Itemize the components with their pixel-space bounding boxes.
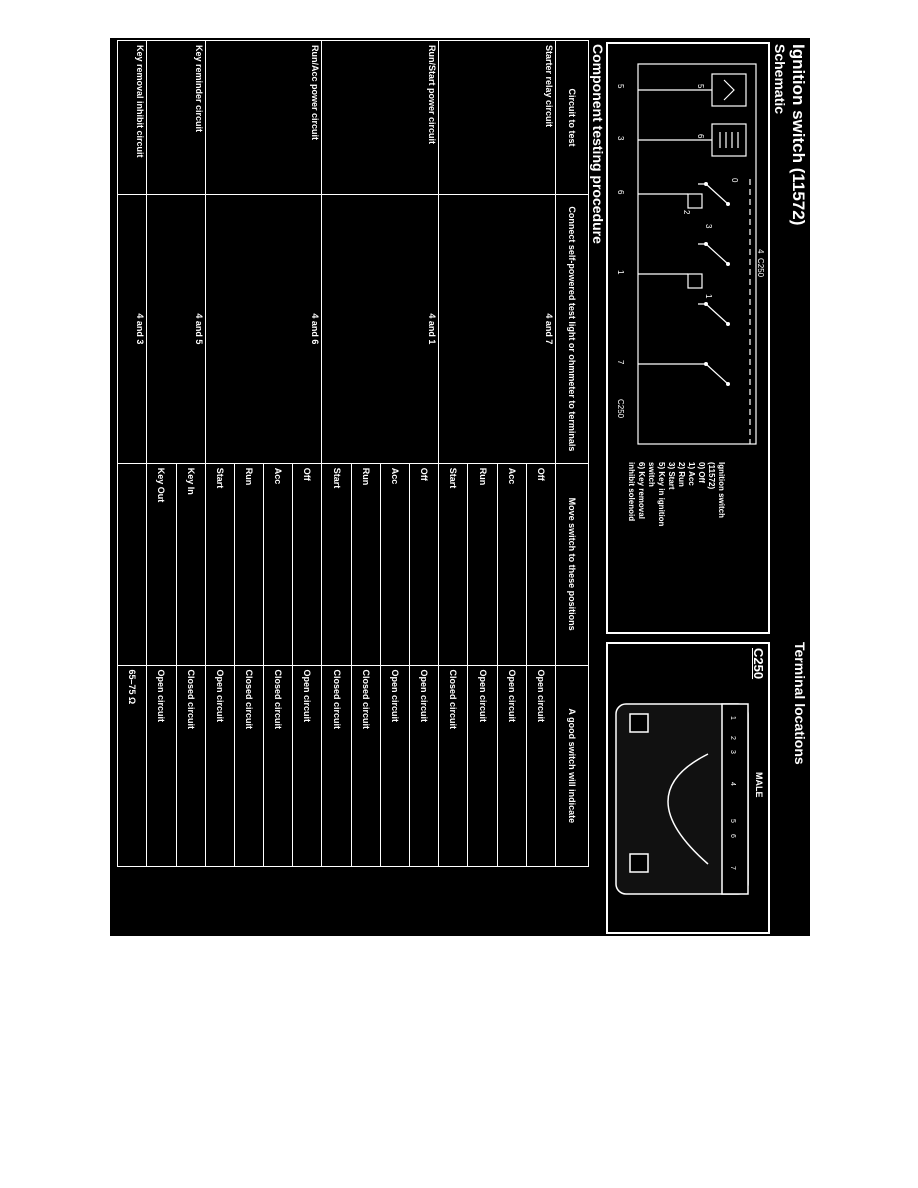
terminals-cell: 4 and 7 (438, 194, 556, 464)
schematic-heading: Schematic (772, 44, 788, 115)
terminal-pin: 3 (729, 750, 736, 754)
connector-label-top: C250 (756, 258, 765, 278)
circuit-cell: Key reminder circuit (146, 40, 206, 195)
position-cell: Off (292, 463, 322, 665)
terminal-pin: 5 (729, 819, 736, 823)
column-header: Circuit to test (555, 40, 589, 195)
terminals-cell: 4 and 5 (146, 194, 206, 464)
circuit-cell: Run/Start power circuit (322, 40, 439, 195)
document-sheet: Ignition switch (11572) Schematic Termin… (110, 38, 810, 936)
position-cell: Acc (497, 463, 527, 665)
terminals-cell: 4 and 6 (205, 194, 322, 464)
terminal-pin: 7 (729, 866, 736, 870)
terminal-pin: 6 (729, 834, 736, 838)
result-cell: Open circuit (497, 665, 527, 867)
result-cell: Open circuit (205, 665, 235, 867)
position-label: 2 (682, 210, 691, 215)
position-cell: Key Out (146, 463, 177, 665)
position-cell (117, 463, 147, 665)
terminal-pin: 4 (729, 782, 736, 786)
circuit-cell: Starter relay circuit (438, 40, 556, 195)
connector-label-bottom: C250 (616, 399, 625, 419)
page-title: Ignition switch (11572) (789, 44, 808, 226)
result-cell: Open circuit (409, 665, 439, 867)
column-header: A good switch will indicate (555, 665, 589, 867)
table-header-row: Circuit to test Connect self-powered tes… (555, 40, 589, 867)
pin-label: 7 (616, 360, 625, 365)
schematic-legend: Ignition switch (11572) 0) Off 1) Acc 2)… (626, 462, 726, 542)
testing-table: Circuit to test Connect self-powered tes… (117, 40, 589, 867)
position-cell: Run (351, 463, 381, 665)
pin-label: 6 (616, 190, 625, 195)
terminal-pin: 2 (729, 736, 736, 740)
result-cell: Closed circuit (322, 665, 352, 867)
column-header: Move switch to these positions (555, 463, 589, 665)
result-cell: Closed circuit (438, 665, 468, 867)
terminals-cell: 4 and 3 (117, 194, 147, 464)
result-cell: Open circuit (526, 665, 556, 867)
pin-label: 6 (696, 134, 705, 139)
position-label: 1 (704, 294, 713, 299)
result-cell: Closed circuit (351, 665, 381, 867)
pin-label-top: 4 (756, 249, 765, 254)
rotated-content: Ignition switch (11572) Schematic Termin… (110, 38, 810, 936)
legend-item: 3) Start (667, 462, 676, 490)
result-cell: Open circuit (292, 665, 322, 867)
position-cell: Start (205, 463, 235, 665)
terminal-panel: C250 MALE 1 2 3 4 5 6 7 (606, 642, 770, 934)
legend-item: 2) Run (677, 462, 686, 487)
legend-item: 5) Key in ignition switch (647, 462, 666, 527)
terminal-heading: Terminal locations (792, 642, 808, 765)
pin-label: 5 (616, 84, 625, 89)
position-cell: Off (409, 463, 439, 665)
position-label: 3 (704, 224, 713, 229)
position-label: 0 (730, 178, 739, 183)
pin-label: 5 (696, 84, 705, 89)
terminal-pin: 1 (729, 716, 736, 720)
key-switch-box (711, 73, 747, 107)
position-cell: Acc (263, 463, 293, 665)
position-cell: Run (234, 463, 264, 665)
position-cell: Start (322, 463, 352, 665)
legend-item: 1) Acc (687, 462, 696, 486)
connector-drawing: 1 2 3 4 5 6 7 (615, 703, 749, 895)
position-cell: Key In (176, 463, 206, 665)
pin-label: 1 (616, 270, 625, 275)
legend-item: Ignition switch (11572) (707, 462, 726, 518)
circuit-cell: Run/Acc power circuit (205, 40, 322, 195)
testing-heading: Component testing procedure (590, 44, 606, 244)
column-header: Connect self-powered test light or ohmme… (555, 194, 589, 464)
pin-label: 3 (616, 136, 625, 141)
result-cell: Closed circuit (234, 665, 264, 867)
schematic-panel: C250 4 C250 5 3 6 1 7 5 6 0 2 3 1 Igniti… (606, 42, 770, 634)
result-cell: Closed circuit (263, 665, 293, 867)
legend-item: 0) Off (697, 462, 706, 483)
position-cell: Off (526, 463, 556, 665)
solenoid-box (711, 123, 747, 157)
result-cell: 65–75 Ω (117, 665, 147, 867)
result-cell: Closed circuit (176, 665, 206, 867)
position-cell: Run (467, 463, 498, 665)
legend-item: 6) Key removal inhibit solenoid (627, 462, 646, 522)
result-cell: Open circuit (467, 665, 498, 867)
circuit-cell: Key removal inhibit circuit (117, 40, 147, 195)
position-cell: Start (438, 463, 468, 665)
result-cell: Open circuit (146, 665, 177, 867)
position-cell: Acc (380, 463, 410, 665)
terminals-cell: 4 and 1 (322, 194, 439, 464)
result-cell: Open circuit (380, 665, 410, 867)
schematic-diagram: C250 4 C250 5 3 6 1 7 5 6 0 2 3 1 (616, 63, 765, 445)
